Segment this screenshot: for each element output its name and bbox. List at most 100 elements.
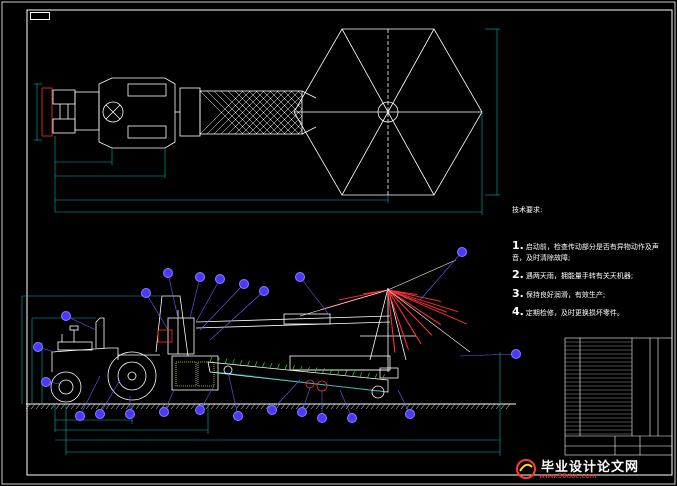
side-tractor xyxy=(50,295,189,403)
mesh-line xyxy=(241,90,286,135)
top-reel xyxy=(293,28,483,196)
ground-hatch-line xyxy=(310,403,316,410)
mesh-line xyxy=(290,90,303,103)
conveyor-tooth xyxy=(359,371,363,378)
ground-hatch-line xyxy=(265,403,271,410)
front-wheel xyxy=(50,371,82,403)
ground-hatch-line xyxy=(50,403,56,410)
conveyor-tooth xyxy=(247,360,250,366)
ground-hatch-line xyxy=(90,403,96,410)
note-item-2: 2.遇两天雨，拥能量手转有关天机器; xyxy=(512,267,634,281)
ground-hatch-line xyxy=(100,403,106,410)
conveyor-tooth xyxy=(292,365,295,371)
mesh-line xyxy=(199,90,244,135)
ground-hatch-line xyxy=(340,403,346,410)
conveyor-teeth xyxy=(209,356,385,380)
ground-hatch-line xyxy=(350,403,356,410)
conveyor-tooth xyxy=(299,365,303,372)
site-watermark: 毕业设计论文网 www.56doc.com xyxy=(511,456,671,482)
ground-hatch-line xyxy=(215,403,221,410)
note-item-4: 4.定期检修，及时更换损坏零件。 xyxy=(512,305,624,319)
leader-line xyxy=(209,290,265,341)
part-balloon xyxy=(233,411,243,421)
ground-hatch-line xyxy=(320,403,326,410)
part-balloon xyxy=(259,286,269,296)
watermark-title: 毕业设计论文网 xyxy=(541,460,640,475)
mesh-line xyxy=(297,129,303,135)
part-balloon xyxy=(457,247,467,257)
ground-hatch-line xyxy=(360,403,366,410)
part-balloon xyxy=(215,274,225,284)
ground-hatch-line xyxy=(280,403,286,410)
conveyor-tooth xyxy=(352,371,355,377)
mesh-line xyxy=(283,115,303,135)
ground-hatch-line xyxy=(430,403,436,410)
leader-line xyxy=(99,379,121,415)
reel-tine xyxy=(387,289,418,296)
ground-hatch-line xyxy=(410,403,416,410)
ground-hatch-line xyxy=(110,403,116,410)
part-balloon xyxy=(347,413,357,423)
ground-hatch-line xyxy=(65,403,71,410)
mesh-line xyxy=(283,90,303,110)
ground-hatch-line xyxy=(140,403,146,410)
title-block-rows xyxy=(565,341,632,435)
ground-hatch-line xyxy=(120,403,126,410)
leader-line xyxy=(195,278,221,323)
side-frame xyxy=(157,287,416,399)
ground-hatch-line xyxy=(375,403,381,410)
leader-line xyxy=(419,251,463,301)
ground-hatch-line xyxy=(295,403,301,410)
ground-hatch-line xyxy=(60,403,66,410)
ground-hatch-line xyxy=(370,403,376,410)
ground-hatch-line xyxy=(450,403,456,410)
ground-hatch-line xyxy=(440,403,446,410)
ground-hatch-line xyxy=(330,403,336,410)
ground-hatch-line xyxy=(325,403,331,410)
ground-hatch-line xyxy=(315,403,321,410)
reel-tine xyxy=(387,289,396,353)
part-balloon xyxy=(159,407,169,417)
ground-hatch-line xyxy=(485,403,491,410)
conveyor-tooth xyxy=(382,374,385,380)
conveyor-tooth xyxy=(269,362,273,369)
reel-tine xyxy=(387,289,433,336)
ground-hatch-line xyxy=(70,403,76,410)
ground-hatch-line xyxy=(85,403,91,410)
top-rear-wheel-upper xyxy=(41,87,53,137)
reel-tine xyxy=(387,289,409,350)
ground-hatch-line xyxy=(145,403,151,410)
note-item-3: 3.保持良好润滑，有效生产; xyxy=(512,286,606,300)
conveyor-tooth xyxy=(307,366,310,372)
ground-hatch-line xyxy=(345,403,351,410)
conveyor-tooth xyxy=(232,359,235,365)
leader-line xyxy=(79,375,101,417)
leader-line xyxy=(339,389,353,419)
ground-hatch-line xyxy=(490,403,496,410)
mesh-line xyxy=(290,122,303,135)
watermark-url: www.56doc.com xyxy=(539,472,597,480)
top-view xyxy=(41,77,317,149)
ground-hatch-line xyxy=(420,403,426,410)
ground-hatch-line xyxy=(455,403,461,410)
conveyor-tooth xyxy=(224,358,228,364)
ground-hatch-line xyxy=(240,403,246,410)
ground-hatch-line xyxy=(260,403,266,410)
mesh-line xyxy=(255,90,300,135)
reel-tine xyxy=(387,289,459,313)
mesh-line xyxy=(269,90,303,124)
ground-hatch-line xyxy=(390,403,396,410)
title-block xyxy=(564,337,673,456)
ground-hatch-line xyxy=(500,403,506,410)
ground-hatch-line xyxy=(35,403,41,410)
reel-tine xyxy=(387,289,441,325)
ground-hatch-line xyxy=(45,403,51,410)
watermark-logo-icon xyxy=(516,459,536,479)
leader-line xyxy=(459,353,517,357)
ground-hatch-line xyxy=(155,403,161,410)
inner-frame xyxy=(26,9,673,476)
top-conveyor xyxy=(199,90,303,135)
leader-line xyxy=(65,315,97,331)
mesh-line xyxy=(206,90,251,135)
